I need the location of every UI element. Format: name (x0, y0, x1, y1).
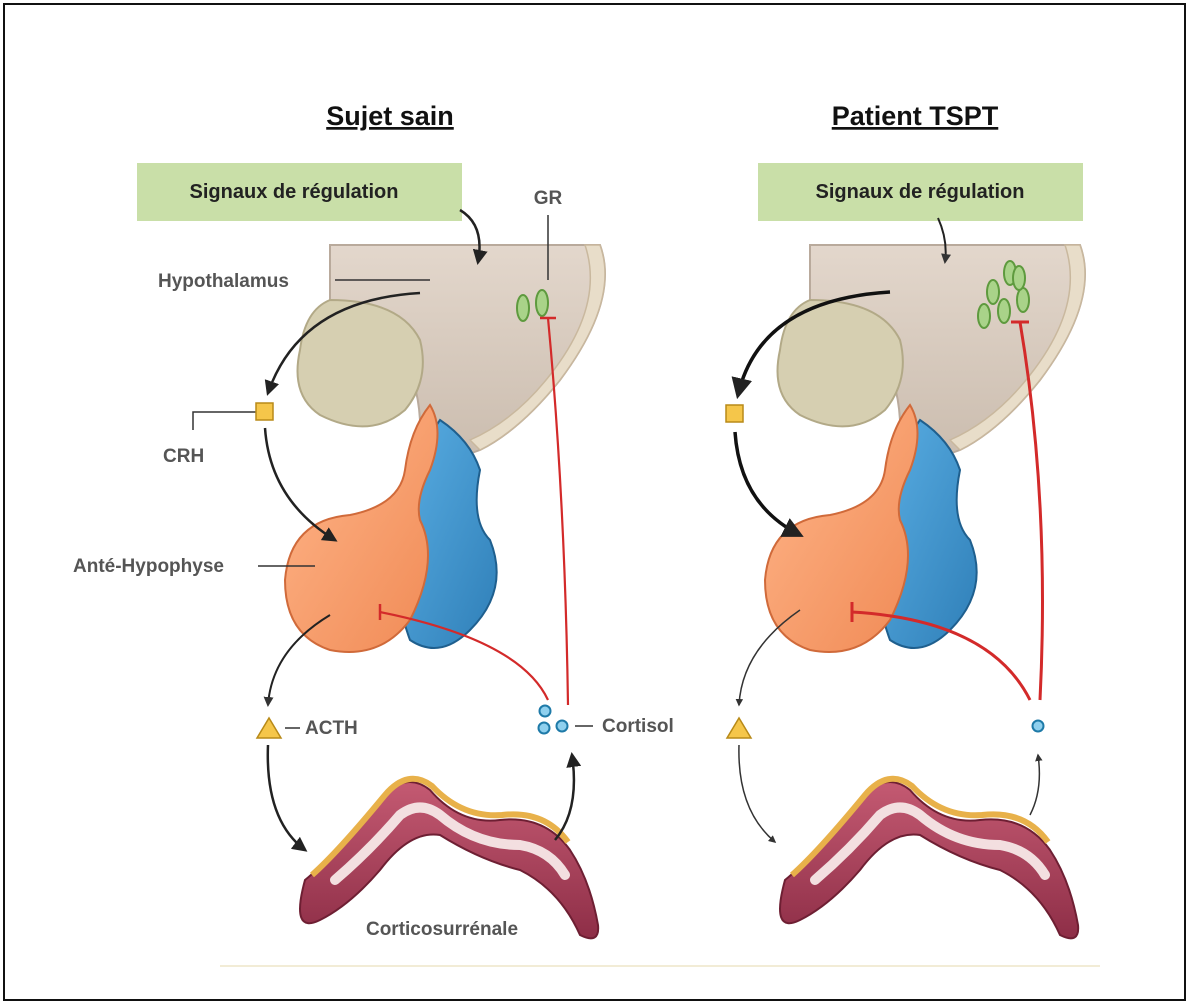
cortisol-molecule (539, 723, 550, 734)
label-corticosurrenale: Corticosurrénale (366, 919, 518, 940)
acth-molecule (257, 718, 281, 738)
panel-title-ptsd: Patient TSPT (832, 101, 999, 131)
gr-receptor (517, 295, 529, 321)
acth-molecule (727, 718, 751, 738)
regulation-label-healthy: Signaux de régulation (190, 181, 399, 203)
label-ante-hypophyse: Anté-Hypophyse (73, 556, 224, 577)
panel-healthy: Sujet sain Signaux de régulation GR Hypo… (73, 101, 674, 940)
cortisol-molecule (1033, 721, 1044, 732)
crh-molecule (726, 405, 743, 422)
gr-receptor (998, 299, 1010, 323)
panel-title-healthy: Sujet sain (326, 101, 454, 131)
label-hypothalamus: Hypothalamus (158, 271, 289, 292)
cortisol-molecule (540, 706, 551, 717)
gr-receptor (536, 290, 548, 316)
crh-molecule (256, 403, 273, 420)
gr-receptor (1013, 266, 1025, 290)
label-gr: GR (534, 188, 563, 209)
label-acth: ACTH (305, 718, 358, 739)
gr-receptor (1017, 288, 1029, 312)
panel-ptsd: Patient TSPT Signaux de régulation (726, 101, 1085, 938)
regulation-label-ptsd: Signaux de régulation (816, 181, 1025, 203)
label-cortisol: Cortisol (602, 716, 674, 737)
cortisol-molecule (557, 721, 568, 732)
label-crh: CRH (163, 446, 204, 467)
gr-receptor (978, 304, 990, 328)
gr-receptor (987, 280, 999, 304)
